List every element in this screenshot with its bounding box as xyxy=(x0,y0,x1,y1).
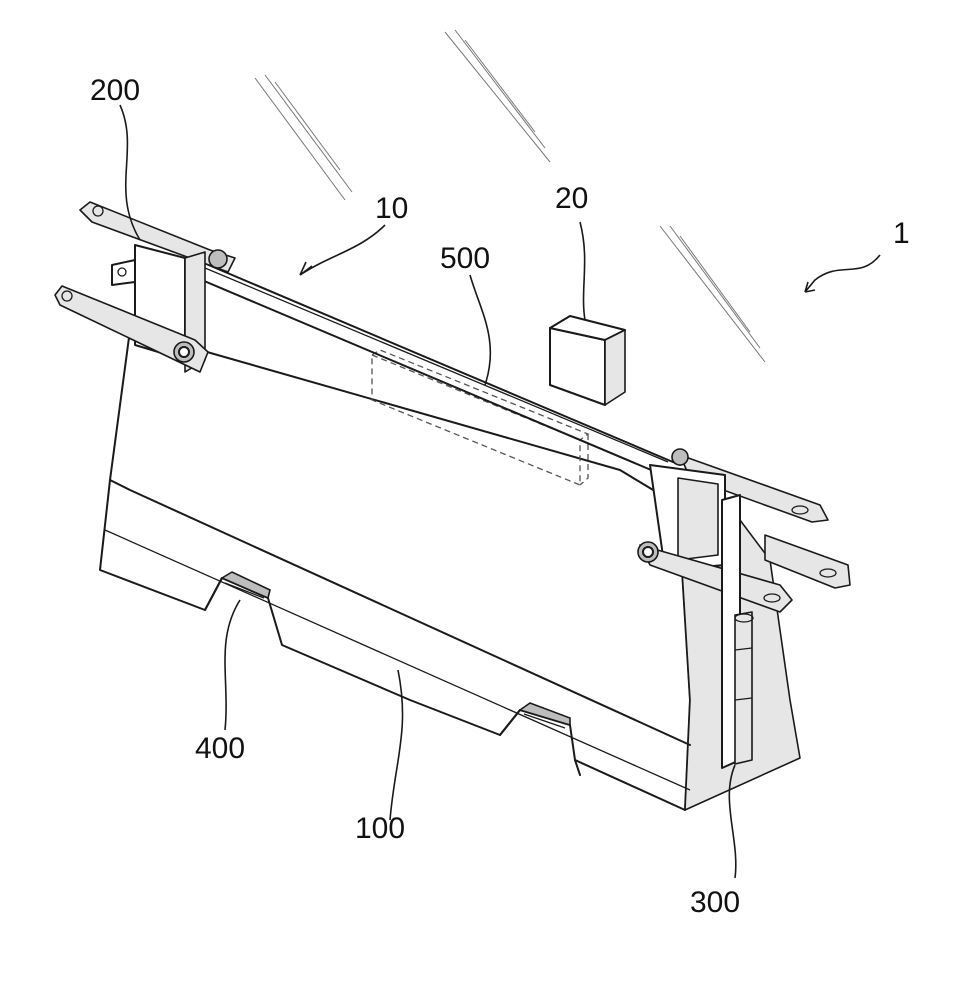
label-400: 400 xyxy=(195,732,245,765)
control-box xyxy=(550,316,625,405)
left-arm-assembly xyxy=(55,202,235,372)
label-200: 200 xyxy=(90,74,140,107)
label-10: 10 xyxy=(375,192,408,225)
label-300: 300 xyxy=(690,886,740,919)
label-100: 100 xyxy=(355,812,405,845)
label-20: 20 xyxy=(555,182,588,215)
label-1: 1 xyxy=(893,217,910,250)
glass-hatching xyxy=(255,30,765,362)
label-500: 500 xyxy=(440,242,490,275)
